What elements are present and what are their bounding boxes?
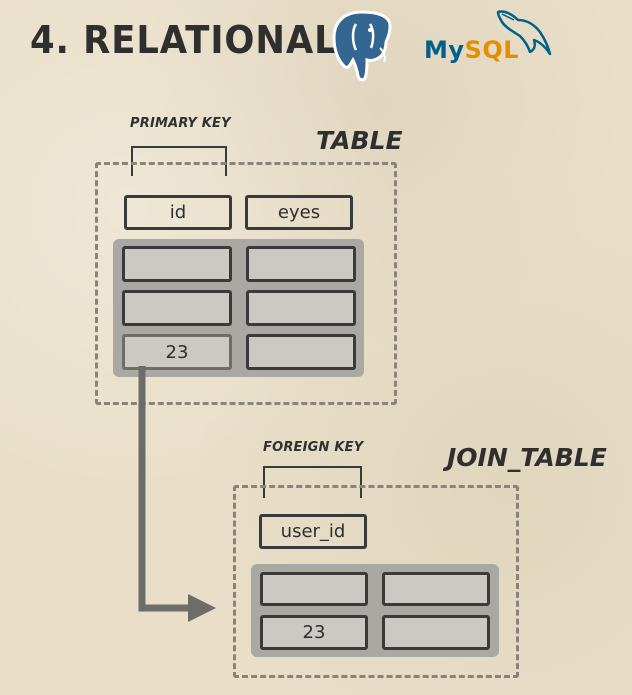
- table-cell-user-id-value: 23: [122, 334, 232, 370]
- join-table-boundary: [233, 485, 519, 678]
- table-cell: [246, 334, 356, 370]
- foreign-key-bracket: [263, 466, 362, 498]
- page-title: 4. RELATIONAL: [30, 18, 338, 62]
- primary-key-label: PRIMARY KEY: [130, 116, 231, 131]
- table-cell: [246, 290, 356, 326]
- mysql-text-sql: SQL: [464, 36, 520, 64]
- reference-arrow: [138, 366, 216, 622]
- table-header-eyes: eyes: [245, 195, 353, 230]
- mysql-logo: MySQL: [424, 36, 519, 64]
- postgresql-elephant-logo: [332, 10, 392, 82]
- mysql-dolphin-logo: [496, 10, 552, 56]
- join-table-cell-user-id-value: 23: [260, 615, 368, 650]
- join-table-label: JOIN_TABLE: [447, 443, 607, 472]
- join-table-header-user-id: user_id: [259, 514, 367, 549]
- table-cell: [122, 290, 232, 326]
- table-header-id: id: [124, 195, 232, 230]
- table-cell: [122, 246, 232, 282]
- join-table-cell: [382, 572, 490, 606]
- join-table-cell: [260, 572, 368, 606]
- table-cell: [246, 246, 356, 282]
- mysql-text-my: My: [424, 36, 465, 64]
- table-boundary: [95, 162, 397, 405]
- join-table-cell: [382, 615, 490, 650]
- table-label: TABLE: [316, 126, 403, 155]
- foreign-key-label: FOREIGN KEY: [263, 440, 364, 455]
- primary-key-bracket: [131, 146, 227, 176]
